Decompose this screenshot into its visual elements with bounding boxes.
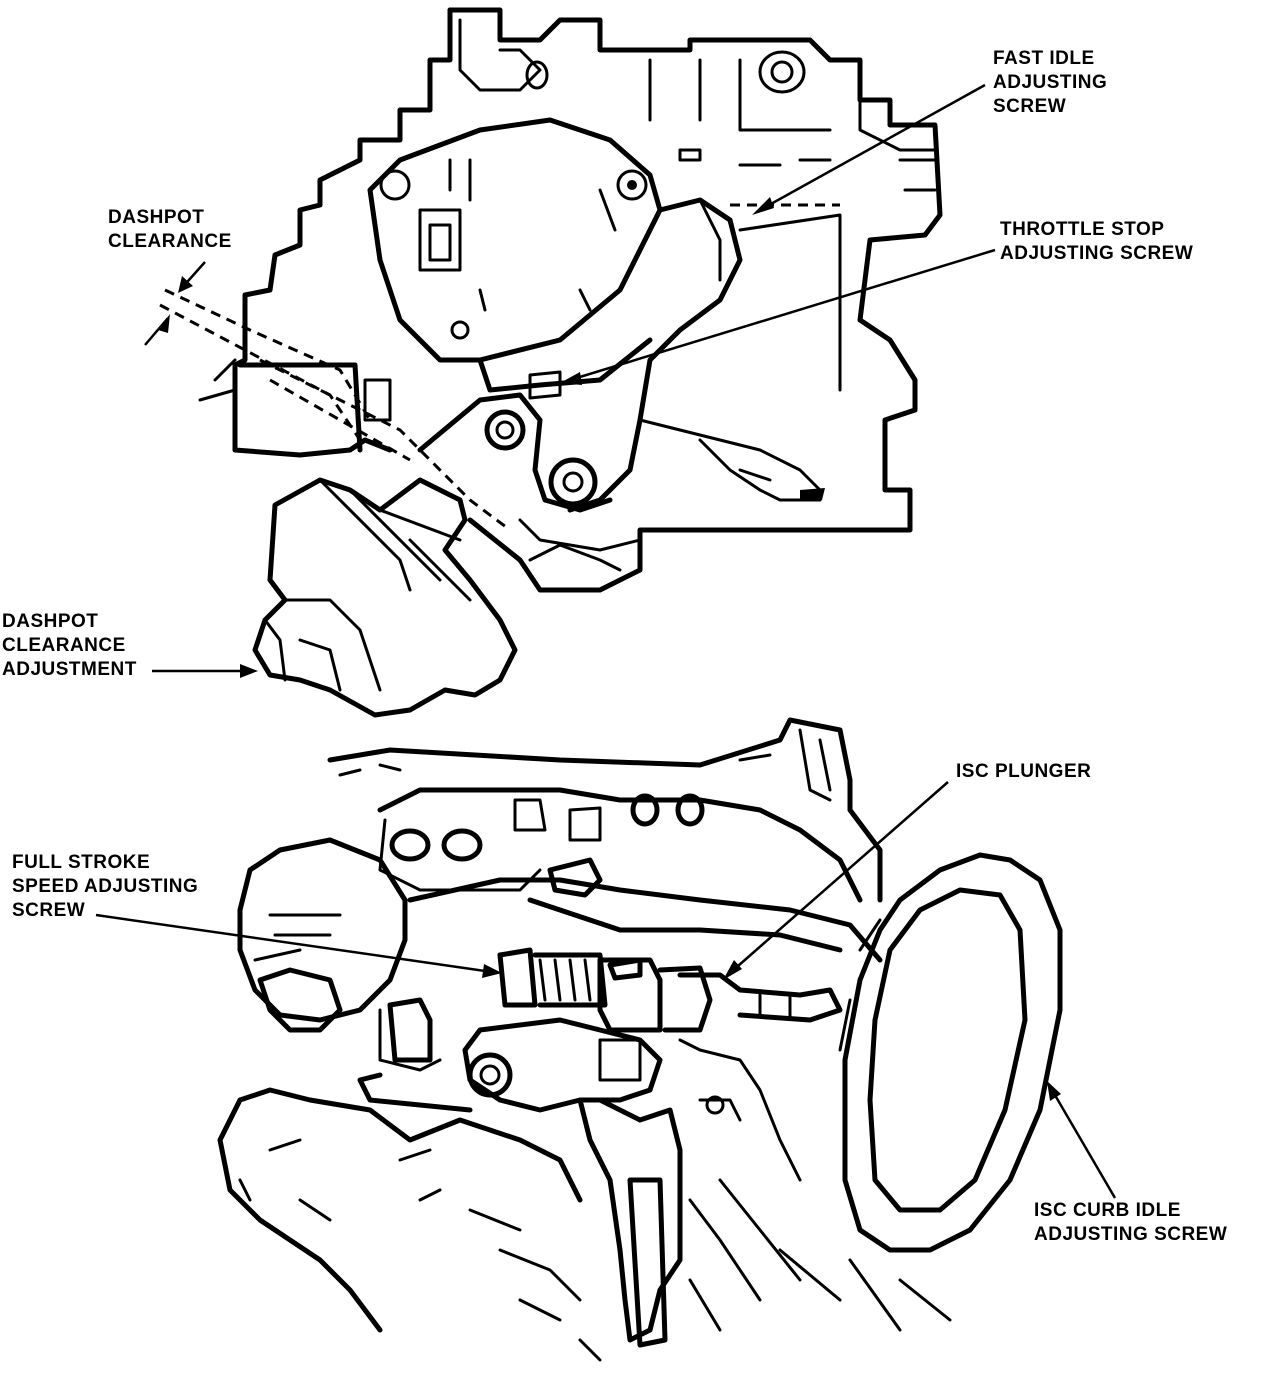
throttle-stop-label: THROTTLE STOP ADJUSTING SCREW [1000, 218, 1193, 266]
fast-idle-line-3: SCREW [993, 96, 1067, 117]
isc-curb-idle-label: ISC CURB IDLE ADJUSTING SCREW [1034, 1199, 1227, 1247]
leader-lines [95, 83, 1117, 1199]
throttle-stop-line-1: THROTTLE STOP [1000, 219, 1165, 240]
isc-plunger-label: ISC PLUNGER [956, 760, 1091, 784]
isc-curb-idle-line-2: ADJUSTING SCREW [1034, 1224, 1228, 1245]
fast-idle-line-1: FAST IDLE [993, 48, 1095, 69]
throttle-stop-line-2: ADJUSTING SCREW [1000, 243, 1194, 264]
isc-plunger-line-1: ISC PLUNGER [956, 761, 1092, 782]
fast-idle-line-2: ADJUSTING [993, 72, 1108, 93]
full-stroke-line-3: SCREW [12, 900, 86, 921]
isc-curb-idle-line-1: ISC CURB IDLE [1034, 1200, 1181, 1221]
dashpot-adjustment-label: DASHPOT CLEARANCE ADJUSTMENT [2, 610, 137, 682]
top-carburetor-illustration [144, 7, 943, 718]
dashpot-adjustment-line-1: DASHPOT [2, 611, 99, 632]
dashpot-clearance-label: DASHPOT CLEARANCE [108, 206, 232, 254]
full-stroke-line-1: FULL STROKE [12, 852, 151, 873]
dashpot-adjustment-line-2: CLEARANCE [2, 635, 126, 656]
dashpot-clearance-line-1: DASHPOT [108, 207, 205, 228]
bottom-carburetor-illustration [217, 717, 1063, 1362]
fast-idle-label: FAST IDLE ADJUSTING SCREW [993, 47, 1107, 119]
full-stroke-line-2: SPEED ADJUSTING [12, 876, 199, 897]
full-stroke-label: FULL STROKE SPEED ADJUSTING SCREW [12, 851, 198, 923]
dashpot-clearance-line-2: CLEARANCE [108, 231, 232, 252]
dashpot-adjustment-line-3: ADJUSTMENT [2, 659, 137, 680]
